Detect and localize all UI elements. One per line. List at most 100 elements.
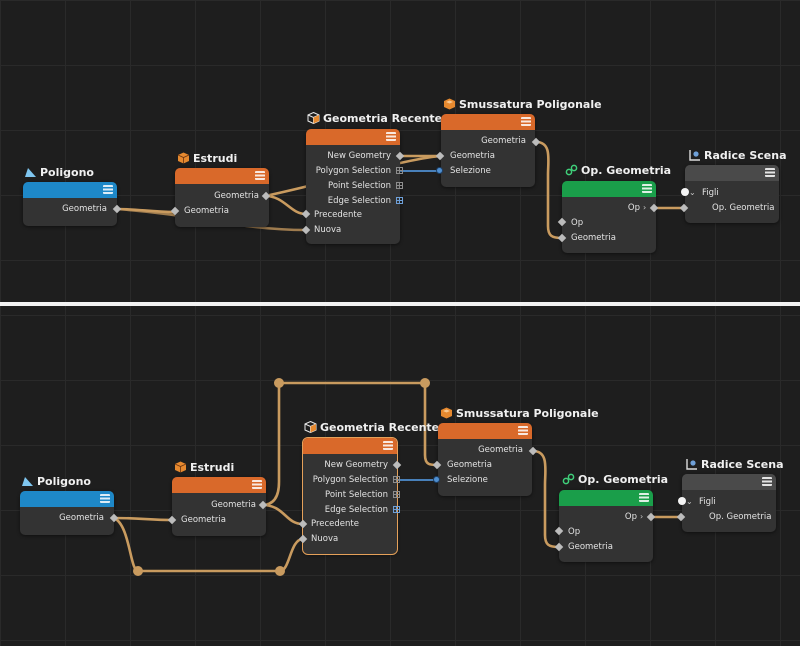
port-precedente: Precedente — [314, 210, 362, 220]
cube-icon — [304, 421, 317, 433]
node-title-op-geometria: Op. Geometria — [565, 164, 671, 178]
node-title-radice-scena: Radice Scena — [688, 149, 787, 163]
node-smussatura-poligonale[interactable]: Geometria Geometria Selezione — [438, 423, 532, 496]
node-title-geometria-recente: Geometria Recente — [307, 112, 442, 126]
extrude-icon — [174, 461, 187, 473]
port-output-op: Op — [624, 512, 637, 522]
node-header[interactable] — [685, 165, 779, 181]
node-op-geometria[interactable]: Op Op Geometria — [562, 181, 656, 253]
port-op-geometria: Op. Geometria — [709, 512, 772, 522]
bevel-icon — [444, 98, 455, 110]
chevron-right-icon: › — [643, 203, 647, 212]
node-header[interactable] — [23, 182, 117, 198]
cube-icon — [307, 112, 320, 124]
node-title-poligono: Poligono — [21, 475, 91, 489]
port-output-geometria: Geometria — [478, 445, 523, 455]
node-title-smussatura: Smussatura Poligonale — [443, 98, 602, 112]
scene-root-icon — [689, 150, 700, 161]
port-input-geometria: Geometria — [568, 542, 613, 552]
node-title-op-geometria: Op. Geometria — [562, 473, 668, 487]
node-title-estrudi: Estrudi — [174, 461, 234, 475]
link-icon — [562, 473, 575, 485]
port-selezione: Selezione — [447, 475, 488, 485]
menu-icon[interactable] — [386, 132, 396, 141]
graph-canvas-after[interactable] — [0, 306, 800, 646]
node-radice-scena[interactable]: Figli Op. Geometria ⌄ — [685, 165, 779, 223]
port-output-geometria: Geometria — [481, 136, 526, 146]
node-header[interactable] — [438, 423, 532, 439]
node-header[interactable] — [441, 114, 535, 130]
selection-connector[interactable] — [396, 197, 403, 204]
port-geometria: Geometria — [62, 204, 107, 214]
selection-input-connector[interactable] — [433, 476, 440, 483]
node-header[interactable] — [20, 491, 114, 507]
port-input-geometria: Geometria — [447, 460, 492, 470]
port-output-op: Op — [627, 203, 640, 213]
menu-icon[interactable] — [639, 493, 649, 502]
node-smussatura-poligonale[interactable]: Geometria Geometria Selezione — [441, 114, 535, 187]
menu-icon[interactable] — [762, 477, 772, 486]
port-geometria: Geometria — [59, 513, 104, 523]
port-input-geometria: Geometria — [181, 515, 226, 525]
port-nuova: Nuova — [311, 534, 339, 544]
node-header[interactable] — [303, 438, 397, 454]
node-estrudi[interactable]: Geometria Geometria — [172, 477, 266, 536]
chevron-down-icon[interactable]: ⌄ — [689, 188, 696, 197]
port-input-geometria: Geometria — [450, 151, 495, 161]
node-geometria-recente[interactable]: New Geometry Polygon Selection Point Sel… — [306, 129, 400, 244]
node-estrudi[interactable]: Geometria Geometria — [175, 168, 269, 227]
port-op-geometria: Op. Geometria — [712, 203, 775, 213]
extrude-icon — [177, 152, 190, 164]
port-new-geometry: New Geometry — [324, 460, 388, 470]
menu-icon[interactable] — [252, 480, 262, 489]
port-input-op: Op — [568, 527, 581, 537]
node-header[interactable] — [682, 474, 776, 490]
node-header[interactable] — [175, 168, 269, 184]
port-input-geometria: Geometria — [571, 233, 616, 243]
menu-icon[interactable] — [100, 494, 110, 503]
menu-icon[interactable] — [642, 184, 652, 193]
node-header[interactable] — [562, 181, 656, 197]
node-poligono[interactable]: Geometria — [20, 491, 114, 535]
children-connector[interactable] — [678, 497, 686, 505]
port-edge-selection: Edge Selection — [324, 505, 388, 515]
port-point-selection: Point Selection — [325, 490, 388, 500]
port-polygon-selection: Polygon Selection — [312, 475, 388, 485]
polygon-icon — [25, 168, 36, 177]
port-nuova: Nuova — [314, 225, 342, 235]
port-output-geometria: Geometria — [211, 500, 256, 510]
node-radice-scena[interactable]: Figli Op. Geometria ⌄ — [682, 474, 776, 532]
selection-connector[interactable] — [396, 167, 403, 174]
menu-icon[interactable] — [255, 171, 265, 180]
port-input-op: Op — [571, 218, 584, 228]
menu-icon[interactable] — [383, 441, 393, 450]
bevel-icon — [441, 407, 452, 419]
menu-icon[interactable] — [103, 185, 113, 194]
port-figli: Figli — [699, 497, 716, 507]
chevron-down-icon[interactable]: ⌄ — [686, 497, 693, 506]
node-header[interactable] — [172, 477, 266, 493]
selection-connector[interactable] — [396, 182, 403, 189]
menu-icon[interactable] — [765, 168, 775, 177]
node-title-estrudi: Estrudi — [177, 152, 237, 166]
node-geometria-recente[interactable]: New Geometry Polygon Selection Point Sel… — [302, 437, 398, 555]
node-title-smussatura: Smussatura Poligonale — [440, 407, 599, 421]
divider — [0, 302, 800, 306]
graph-canvas-before[interactable] — [0, 0, 800, 302]
selection-connector[interactable] — [393, 491, 400, 498]
port-input-geometria: Geometria — [184, 206, 229, 216]
selection-connector[interactable] — [393, 476, 400, 483]
port-figli: Figli — [702, 188, 719, 198]
node-header[interactable] — [306, 129, 400, 145]
menu-icon[interactable] — [518, 426, 528, 435]
selection-connector[interactable] — [393, 506, 400, 513]
node-op-geometria[interactable]: Op Op Geometria — [559, 490, 653, 562]
children-connector[interactable] — [681, 188, 689, 196]
node-header[interactable] — [559, 490, 653, 506]
selection-input-connector[interactable] — [436, 167, 443, 174]
port-new-geometry: New Geometry — [327, 151, 391, 161]
menu-icon[interactable] — [521, 117, 531, 126]
node-poligono[interactable]: Geometria — [23, 182, 117, 226]
chevron-right-icon: › — [640, 512, 644, 521]
scene-root-icon — [686, 459, 697, 470]
